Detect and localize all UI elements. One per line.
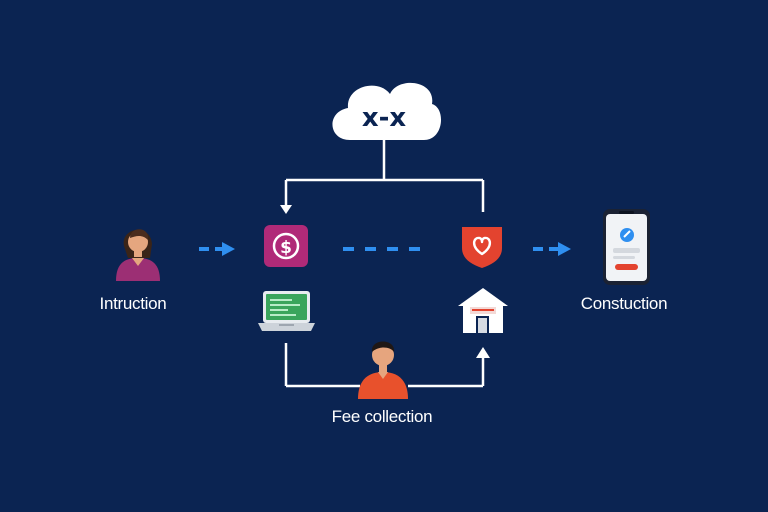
cloud-label: x-x <box>362 103 407 133</box>
smartphone-icon <box>603 209 650 285</box>
woman-avatar-icon <box>116 229 160 281</box>
cloud-connector <box>284 140 485 212</box>
man-avatar-icon <box>358 341 408 399</box>
dashed-arrow-right <box>533 242 571 256</box>
shield-heart-icon <box>462 227 502 268</box>
house-icon <box>458 288 508 333</box>
fee-connector <box>284 343 485 388</box>
laptop-icon <box>258 291 315 331</box>
label-fee-collection: Fee collection <box>331 407 433 426</box>
label-constuction: Constuction <box>580 294 668 313</box>
arrow-up-to-house <box>476 347 490 358</box>
arrow-down-to-payment <box>280 205 292 214</box>
svg-text:$: $ <box>280 238 292 258</box>
dollar-app-icon: $ <box>264 225 308 267</box>
cloud-icon: x-x <box>332 82 442 140</box>
dashed-arrow-left <box>199 242 235 256</box>
label-intruction: Intruction <box>99 294 167 313</box>
